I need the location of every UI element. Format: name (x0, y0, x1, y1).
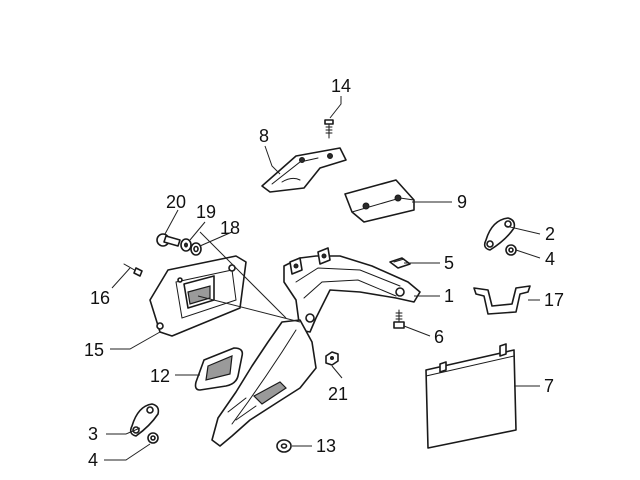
part-9-plate (344, 179, 415, 223)
callout-12: 12 (150, 366, 170, 386)
callout-3: 3 (88, 424, 98, 444)
leader-lines (104, 96, 541, 461)
callout-4-top: 4 (545, 249, 555, 269)
callout-9: 9 (457, 192, 467, 212)
part-8-bracket (261, 147, 347, 193)
callout-14: 14 (331, 76, 351, 96)
callout-1: 1 (444, 286, 454, 306)
callout-13: 13 (316, 436, 336, 456)
part-4-washer-bottom (147, 432, 159, 444)
part-18-nut (190, 242, 202, 256)
callout-20: 20 (166, 192, 186, 212)
callout-8: 8 (259, 126, 269, 146)
callout-17: 17 (544, 290, 564, 310)
callout-18: 18 (220, 218, 240, 238)
callout-2: 2 (545, 224, 555, 244)
part-3-clip (129, 403, 160, 437)
part-21-nut (325, 351, 339, 366)
callout-4-bottom: 4 (88, 450, 98, 470)
callout-labels: 14 8 9 20 19 18 2 4 5 16 1 17 6 15 12 21… (84, 76, 564, 470)
part-5-clip-nut (389, 257, 411, 269)
callout-15: 15 (84, 340, 104, 360)
part-16-screw (123, 263, 143, 277)
part-12-reflector (194, 347, 244, 391)
callout-5: 5 (444, 253, 454, 273)
part-7-battery-cover (425, 343, 517, 449)
part-13-washer (276, 439, 292, 453)
callout-19: 19 (196, 202, 216, 222)
part-20-bolt (156, 233, 181, 247)
part-19-washer (180, 238, 192, 252)
callout-16: 16 (90, 288, 110, 308)
callout-21: 21 (328, 384, 348, 404)
part-rear-fender (211, 319, 317, 447)
part-17-u-bracket (473, 285, 531, 315)
part-6-screw (393, 309, 405, 329)
callout-7: 7 (544, 376, 554, 396)
callout-6: 6 (434, 327, 444, 347)
part-14-screw (324, 119, 334, 139)
part-4-washer-top (505, 244, 517, 256)
